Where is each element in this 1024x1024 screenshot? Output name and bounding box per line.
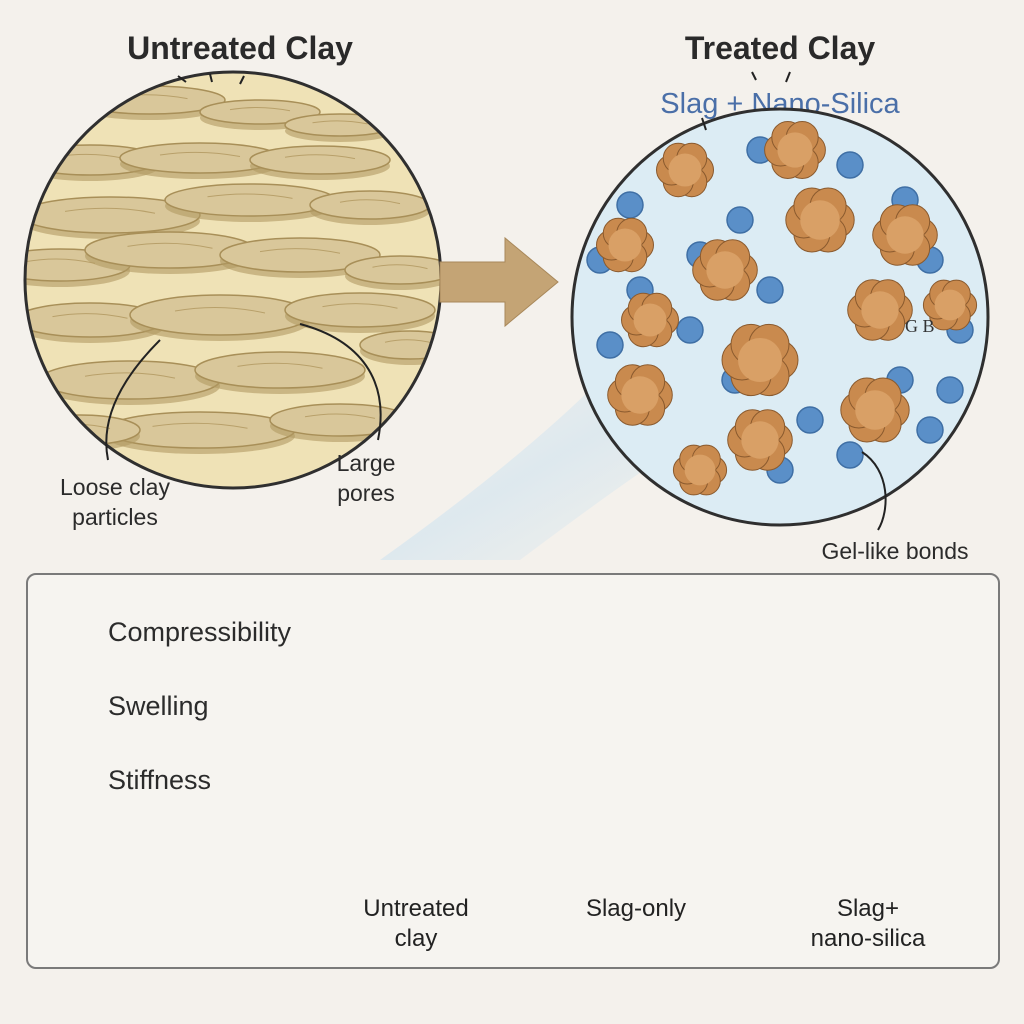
nano-silica-particle bbox=[836, 151, 864, 179]
clay-flake-texture bbox=[64, 207, 156, 214]
clay-flake bbox=[194, 351, 366, 389]
slag-particle bbox=[922, 279, 978, 331]
x-label-slag-nano-line-1: Slag+ bbox=[836, 895, 900, 922]
title-tick-marks bbox=[177, 71, 791, 131]
clay-flake-texture bbox=[259, 248, 341, 254]
treated-clay-title: Treated Clay bbox=[684, 30, 876, 66]
legend-label-compressibility: Compressibility bbox=[108, 616, 292, 647]
untreated-clay-title: Untreated Clay bbox=[127, 30, 353, 66]
x-label-slag-nano-silica: Slag+ nano-silica bbox=[778, 894, 958, 954]
untreated-clay-microstructure bbox=[23, 70, 443, 490]
clay-flake-texture bbox=[322, 303, 398, 309]
slag-particle bbox=[872, 204, 938, 266]
clay-flake-texture bbox=[159, 151, 241, 157]
legend-label-stiffness: Stiffness bbox=[108, 764, 212, 795]
clay-flake bbox=[219, 237, 381, 273]
nano-silica-particle bbox=[756, 276, 784, 304]
loose-particles-line-2: particles bbox=[72, 504, 158, 530]
clay-flake-texture bbox=[229, 107, 291, 112]
legend-item-stiffness: Stiffness bbox=[66, 760, 211, 800]
clay-flake bbox=[249, 145, 391, 175]
clay-flake bbox=[269, 403, 411, 437]
nano-silica-particle bbox=[676, 316, 704, 344]
clay-flake bbox=[359, 330, 441, 360]
nano-silica-particle bbox=[936, 376, 964, 404]
clay-flake-texture bbox=[284, 154, 356, 160]
slag-particle bbox=[847, 279, 913, 341]
x-label-untreated-line-2: clay bbox=[394, 925, 438, 952]
slag-particle bbox=[721, 323, 799, 397]
nano-silica-particle bbox=[616, 191, 644, 219]
nano-silica-particle bbox=[916, 416, 944, 444]
transition-arrow bbox=[439, 236, 559, 328]
clay-flake bbox=[129, 294, 311, 336]
clay-flake bbox=[164, 183, 336, 217]
clay-flake-texture bbox=[237, 362, 323, 369]
slag-particle bbox=[607, 364, 673, 426]
clay-flake bbox=[309, 190, 431, 220]
clay-flake-texture bbox=[84, 372, 176, 379]
slag-particle bbox=[764, 121, 826, 179]
nano-silica-particle bbox=[596, 331, 624, 359]
nano-silica-particle bbox=[796, 406, 824, 434]
clay-flake-texture bbox=[207, 193, 293, 199]
clay-flake-texture bbox=[127, 242, 213, 249]
nano-silica-particle bbox=[726, 206, 754, 234]
inset-letters: G B bbox=[905, 316, 935, 336]
legend-item-compressibility: Compressibility bbox=[66, 612, 291, 652]
slag-particle bbox=[692, 239, 758, 301]
treated-clay-microstructure bbox=[570, 107, 990, 527]
clay-flake-texture bbox=[339, 199, 401, 205]
loose-particles-label: Loose clay particles bbox=[30, 472, 200, 532]
legend-item-swelling: Swelling bbox=[66, 686, 209, 726]
large-pores-leader bbox=[299, 323, 382, 441]
x-label-slag-only: Slag-only bbox=[546, 894, 726, 924]
slag-particle bbox=[785, 187, 855, 253]
clay-flake bbox=[199, 99, 321, 125]
large-pores-line-2: pores bbox=[337, 480, 395, 506]
slag-particle bbox=[672, 444, 728, 496]
nano-silica-particle bbox=[836, 441, 864, 469]
large-pores-label: Large pores bbox=[316, 448, 416, 508]
clay-flake-texture bbox=[304, 413, 376, 419]
x-label-slag-only-line-1: Slag-only bbox=[585, 895, 687, 922]
large-pores-line-1: Large bbox=[336, 450, 396, 476]
slag-particle bbox=[727, 409, 793, 471]
clay-flake-texture bbox=[372, 264, 428, 270]
slag-particle bbox=[596, 217, 654, 273]
slag-particle bbox=[621, 292, 679, 348]
clay-flake-texture bbox=[152, 422, 248, 429]
slag-particle bbox=[840, 377, 910, 443]
legend-label-swelling: Swelling bbox=[108, 690, 209, 721]
x-label-untreated-line-1: Untreated bbox=[363, 895, 469, 922]
slag-particle bbox=[656, 142, 714, 198]
clay-flake bbox=[344, 255, 441, 285]
loose-particles-leader bbox=[105, 339, 161, 461]
x-label-slag-nano-line-2: nano-silica bbox=[810, 925, 926, 952]
clay-flake bbox=[39, 360, 221, 400]
clay-flake-texture bbox=[52, 313, 128, 319]
gel-bonds-leader bbox=[861, 451, 887, 531]
clay-flake-texture bbox=[25, 258, 96, 264]
properties-chart-panel bbox=[26, 573, 1000, 969]
clay-flake-texture bbox=[312, 120, 368, 125]
x-label-untreated-clay: Untreated clay bbox=[326, 894, 506, 954]
gel-bonds-label: Gel-like bonds bbox=[821, 538, 969, 564]
clay-flake-texture bbox=[174, 306, 266, 314]
loose-particles-line-1: Loose clay bbox=[60, 474, 170, 500]
clay-flake bbox=[284, 292, 436, 328]
